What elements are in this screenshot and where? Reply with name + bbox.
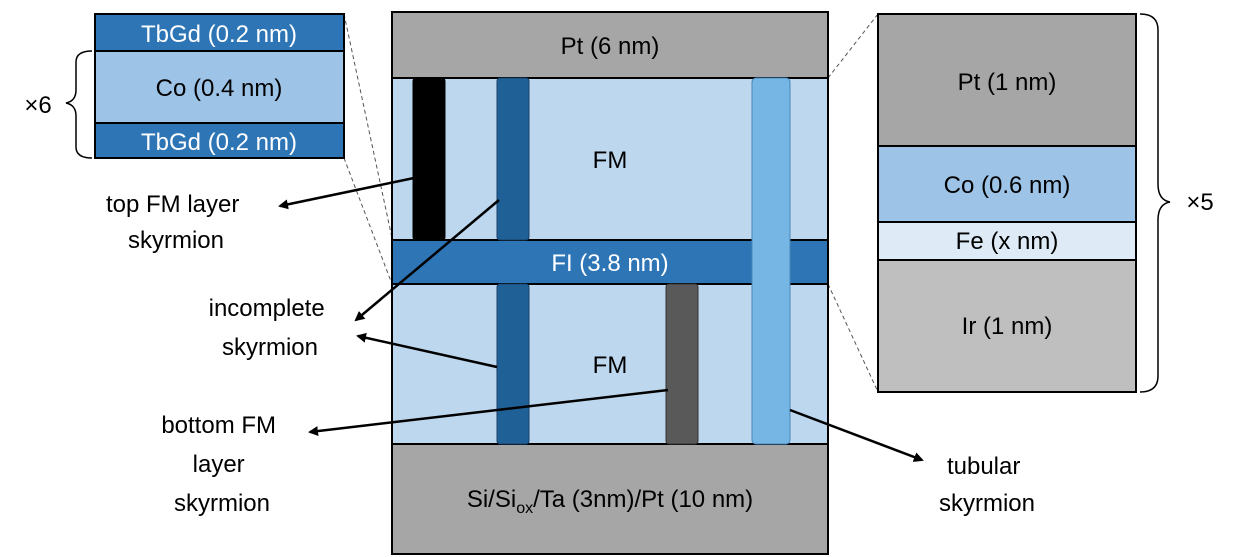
substrate-layer [391,443,829,555]
arrow-incomplete-upper [354,199,500,322]
annotation-labels: top FM layer skyrmion incomplete skyrmio… [106,191,1035,517]
right-inset-co-label: Co (0.6 nm) [944,172,1071,199]
left-inset-tbgd-top-label: TbGd (0.2 nm) [141,21,297,48]
label-tubular-skyrmion: tubular skyrmion [939,453,1035,517]
lower-fm-label: FM [593,352,628,379]
right-inset-pt-label: Pt (1 nm) [958,69,1057,96]
arrow-tubular-skyrmion [789,408,924,462]
fi-label: FI (3.8 nm) [551,250,668,277]
right-repeat-label: ×5 [1186,189,1213,216]
left-inset-tbgd-bottom [94,122,345,159]
label-top-fm-skyrmion: top FM layer skyrmion [106,191,246,254]
left-inset-tbgd-bottom-label: TbGd (0.2 nm) [141,129,297,156]
label-incomplete-skyrmion: incomplete skyrmion [209,295,332,361]
right-inset-co [877,145,1137,223]
right-repeat-brace [1139,13,1171,393]
incomplete-skyrmion-tube-lower [496,283,530,445]
main-stack: Pt (6 nm) FM FI (3.8 nm) FM Si/Siox/Ta (… [391,11,829,555]
left-inset-co-label: Co (0.4 nm) [156,75,283,102]
arrow-bottom-fm-skyrmion [308,388,669,437]
right-connector-bottom [827,283,879,393]
right-inset-ir-label: Ir (1 nm) [962,313,1053,340]
arrow-top-fm-skyrmion [278,176,415,210]
pt-top-layer [391,11,829,79]
substrate-label: Si/Siox/Ta (3nm)/Pt (10 nm) [467,486,753,517]
left-connector-bottom [343,157,393,285]
arrow-incomplete-lower [356,332,498,369]
inset-connector-lines [343,13,879,393]
right-inset: Pt (1 nm) Co (0.6 nm) Fe (x nm) Ir (1 nm… [877,13,1214,393]
pt-top-label: Pt (6 nm) [561,33,660,60]
left-connector-top [343,13,393,239]
left-inset-tbgd-top [94,13,345,52]
upper-fm-label: FM [593,147,628,174]
right-inset-ir [877,259,1137,393]
right-inset-fe-label: Fe (x nm) [956,228,1059,255]
left-inset: TbGd (0.2 nm) Co (0.4 nm) TbGd (0.2 nm) … [24,13,345,159]
top-fm-skyrmion-tube [412,77,446,241]
incomplete-skyrmion-tube-upper [496,77,530,241]
right-inset-fe [877,221,1137,261]
left-repeat-brace [65,50,93,159]
right-connector-top [827,13,879,79]
annotation-arrows [278,176,924,462]
label-bottom-fm-skyrmion: bottom FM layer skyrmion [161,412,282,517]
tubular-skyrmion-tube [751,77,791,445]
right-inset-pt [877,13,1137,147]
left-inset-co [94,50,345,124]
left-repeat-label: ×6 [24,92,51,119]
bottom-fm-skyrmion-tube [665,283,699,445]
